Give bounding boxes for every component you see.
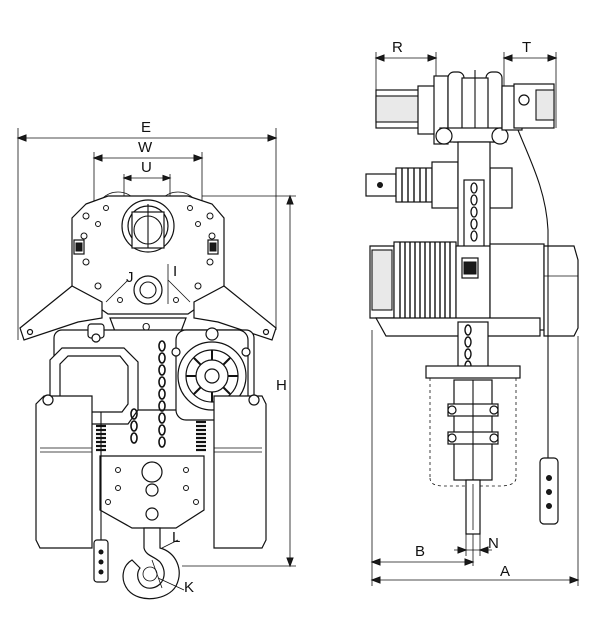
dimension-e: E	[16, 119, 278, 340]
suspension-wing-left	[19, 285, 103, 341]
hook	[122, 527, 180, 600]
load-chain	[130, 340, 166, 448]
dimension-label-a: A	[500, 563, 510, 580]
dimension-label-h: H	[276, 377, 287, 394]
dimension-b: B	[370, 330, 475, 586]
dimension-h: H	[182, 194, 296, 568]
front-view: E W U	[16, 119, 296, 600]
dimension-label-j: J	[126, 269, 134, 286]
suspension-wing-right	[193, 285, 277, 341]
dimension-label-b: B	[415, 543, 425, 560]
dimension-w: W	[92, 139, 204, 232]
dimension-label-l: L	[172, 529, 180, 546]
dimension-label-t: T	[522, 39, 531, 56]
chain-bucket-right	[213, 394, 267, 549]
dimension-label-u: U	[141, 159, 152, 176]
chain-bucket-left	[35, 394, 93, 549]
dimension-label-k: K	[184, 579, 194, 596]
dimension-n: N	[454, 530, 499, 556]
motor-fins	[399, 242, 451, 322]
dimension-label-r: R	[392, 39, 403, 56]
dimension-r: R	[374, 39, 438, 128]
dimension-label-i: I	[173, 263, 177, 280]
dimension-a: A	[370, 336, 580, 586]
dimension-label-n: N	[488, 535, 499, 552]
svg-text:Ω: Ω	[142, 321, 150, 334]
chain-bucket-side	[425, 365, 521, 487]
side-view: R T	[365, 39, 580, 586]
dimension-label-w: W	[138, 139, 153, 156]
spring-right	[196, 420, 206, 452]
dimension-label-e: E	[141, 119, 151, 136]
